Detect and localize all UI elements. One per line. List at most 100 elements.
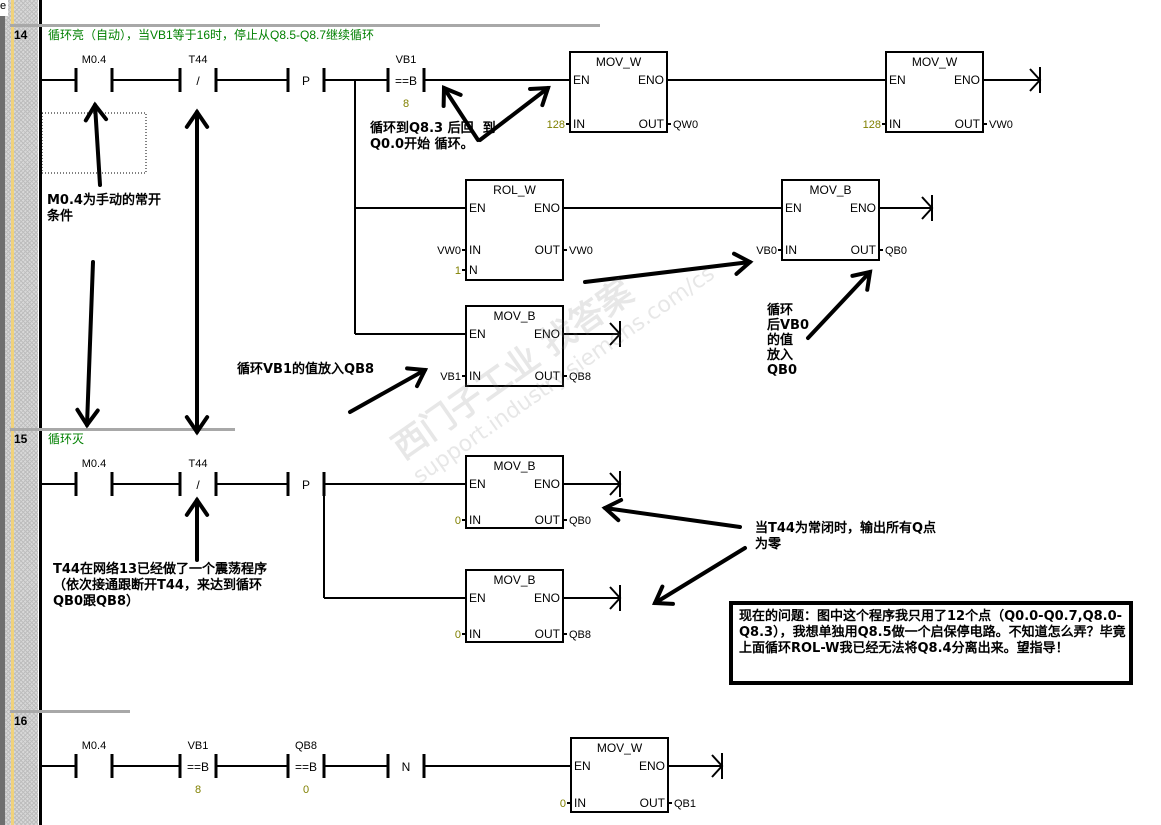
pin-label: OUT bbox=[851, 243, 877, 257]
pin-label: IN bbox=[785, 243, 797, 257]
box-rol-w[interactable] bbox=[465, 179, 564, 281]
network-15-number[interactable]: 15 bbox=[14, 432, 28, 446]
pin-label: ENO bbox=[534, 201, 560, 215]
power-rail bbox=[39, 0, 42, 825]
box-rol-w-title: ROL_W bbox=[493, 183, 536, 197]
hand-arrow-shaft bbox=[653, 546, 747, 605]
box-mov-w-2[interactable] bbox=[885, 51, 984, 133]
n16-contact-3-symbol: N bbox=[402, 760, 411, 774]
pin-label: ENO bbox=[534, 327, 560, 341]
pin-label: EN bbox=[785, 201, 802, 215]
annotation-t44-closed: 当T44为常闭时，输出所有Q点为零 bbox=[755, 521, 936, 553]
pin-operand: 1 bbox=[455, 265, 461, 277]
contact-1[interactable] bbox=[178, 66, 218, 94]
annotation-line: 后VB0 bbox=[767, 318, 810, 333]
annotation-line: 放入 bbox=[767, 348, 794, 363]
box-mov-w-qb1[interactable] bbox=[570, 737, 669, 813]
box-mov-b-qb8[interactable] bbox=[465, 569, 564, 643]
annotation-line: 为零 bbox=[755, 537, 782, 552]
arrow-head-icon bbox=[83, 101, 109, 123]
pin-label: EN bbox=[469, 477, 486, 491]
pin-label: ENO bbox=[534, 477, 560, 491]
network-16-separator bbox=[10, 710, 130, 713]
box-mov-b-vb1[interactable] bbox=[465, 305, 564, 387]
pin-label: OUT bbox=[535, 369, 561, 383]
network-15-separator bbox=[10, 428, 235, 431]
arrow-head-icon bbox=[528, 85, 551, 108]
pin-operand: QB1 bbox=[674, 798, 696, 810]
annotation-line: QB0 bbox=[767, 363, 798, 378]
hand-arrow-shaft bbox=[85, 260, 95, 427]
n16-contact-3[interactable] bbox=[386, 752, 426, 780]
n15-contact-0[interactable] bbox=[74, 470, 114, 498]
pin-operand: VW0 bbox=[989, 119, 1013, 131]
network-15-comment[interactable]: 循环灭 bbox=[48, 432, 84, 446]
contact-2-symbol: P bbox=[302, 74, 310, 88]
box-mov-w-2-title: MOV_W bbox=[912, 55, 958, 69]
network-14-separator bbox=[10, 24, 600, 27]
pin-label: ENO bbox=[850, 201, 876, 215]
n16-contact-1-symbol: ==B bbox=[187, 760, 209, 774]
arrow-head-icon bbox=[441, 85, 463, 108]
n16-contact-1-address[interactable]: VB1 bbox=[188, 740, 209, 752]
annotation-line: 的值 bbox=[767, 333, 794, 348]
contact-3-address[interactable]: VB1 bbox=[396, 54, 417, 66]
contact-3[interactable] bbox=[386, 66, 426, 94]
contact-2[interactable] bbox=[286, 66, 326, 94]
network-16-number[interactable]: 16 bbox=[14, 714, 28, 728]
pin-operand: QW0 bbox=[673, 119, 698, 131]
pin-operand: 0 bbox=[455, 629, 461, 641]
pin-operand: 0 bbox=[560, 798, 566, 810]
pin-label: IN bbox=[469, 369, 481, 383]
box-mov-b-vb0[interactable] bbox=[781, 179, 880, 261]
box-mov-w-1[interactable] bbox=[569, 51, 668, 133]
box-mov-b-qb0-title: MOV_B bbox=[493, 459, 535, 473]
n16-contact-0-address[interactable]: M0.4 bbox=[82, 740, 106, 752]
annotation-line: （依次接通跟断开T44，来达到循环 bbox=[53, 578, 262, 593]
network-14-comment[interactable]: 循环亮（自动），当VB1等于16时，停止从Q8.5-Q8.7继续循环 bbox=[48, 27, 374, 42]
pin-label: OUT bbox=[640, 796, 666, 810]
pin-label: OUT bbox=[955, 117, 981, 131]
n16-contact-2[interactable] bbox=[286, 752, 326, 780]
contact-3-operand: 8 bbox=[403, 98, 409, 110]
contact-0-address[interactable]: M0.4 bbox=[82, 54, 106, 66]
network-14-number[interactable]: 14 bbox=[14, 28, 28, 42]
arrow-head-icon bbox=[184, 415, 210, 436]
n15-contact-1-address[interactable]: T44 bbox=[189, 458, 208, 470]
network-gutter bbox=[0, 0, 38, 825]
n15-contact-2[interactable] bbox=[286, 470, 326, 498]
annotation-line: T44在网络13已经做了一个震荡程序 bbox=[53, 562, 268, 577]
window-edge bbox=[0, 0, 5, 825]
gutter-stripe bbox=[11, 0, 14, 825]
hand-arrow-shaft bbox=[478, 86, 550, 142]
pin-operand: QB8 bbox=[569, 629, 591, 641]
hand-arrow-shaft bbox=[348, 368, 427, 414]
n16-contact-2-address[interactable]: QB8 bbox=[295, 740, 317, 752]
pin-label: OUT bbox=[535, 627, 561, 641]
annotation-line: Q0.0开始 循环。 bbox=[370, 137, 474, 152]
pin-label: IN bbox=[573, 117, 585, 131]
contact-0[interactable] bbox=[74, 66, 114, 94]
n16-contact-1-operand: 8 bbox=[195, 784, 201, 796]
arrow-head-icon bbox=[732, 251, 754, 276]
n16-contact-2-symbol: ==B bbox=[295, 760, 317, 774]
n16-contact-1[interactable] bbox=[178, 752, 218, 780]
n16-contact-0[interactable] bbox=[74, 752, 114, 780]
arrow-head-icon bbox=[405, 366, 429, 389]
pin-label: IN bbox=[469, 627, 481, 641]
n15-contact-1[interactable] bbox=[178, 470, 218, 498]
annotation-line: QB0跟QB8） bbox=[53, 594, 140, 609]
pin-label: ENO bbox=[534, 591, 560, 605]
hand-arrow-shaft bbox=[603, 506, 742, 529]
n15-contact-0-address[interactable]: M0.4 bbox=[82, 458, 106, 470]
box-mov-w-qb1-title: MOV_W bbox=[597, 741, 643, 755]
pin-label: ENO bbox=[638, 73, 664, 87]
box-mov-b-qb0[interactable] bbox=[465, 455, 564, 529]
box-mov-b-vb0-title: MOV_B bbox=[809, 183, 851, 197]
contact-1-address[interactable]: T44 bbox=[189, 54, 208, 66]
hand-arrow-shaft bbox=[442, 86, 480, 142]
hand-arrow-shaft bbox=[93, 103, 102, 187]
